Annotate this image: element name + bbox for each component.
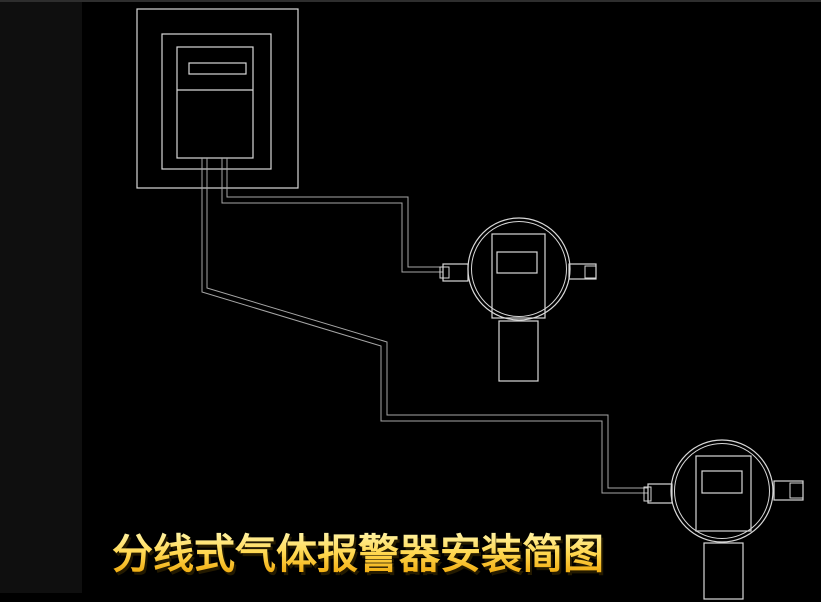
detector2-faceplate (695, 455, 752, 532)
detector2-housing-outer-ring (670, 439, 774, 543)
wire-conduit-1-line-b (226, 158, 443, 268)
detector2-housing-inner-ring (674, 443, 770, 539)
control-panel-body (176, 46, 254, 159)
detector1-left-cable-gland (442, 263, 469, 282)
detector1-display-window (496, 251, 538, 274)
control-panel-outer-box (136, 8, 299, 189)
detector2-left-cable-gland (647, 483, 673, 504)
detector2-left-cable-end (643, 486, 652, 502)
diagram-title: 分线式气体报警器安装简图 (112, 531, 604, 577)
detector1-housing-outer-ring (467, 217, 571, 321)
wire-conduit-2-line-b (206, 158, 648, 489)
canvas-left-column (0, 2, 82, 593)
detector1-right-gland-plug (584, 265, 597, 279)
detector1-sensor-probe (498, 320, 539, 382)
wire-conduit-1-line-a (221, 158, 443, 273)
detector1-housing-inner-ring (471, 221, 567, 317)
control-panel-display-window (188, 62, 247, 75)
detector2-sensor-probe (703, 542, 744, 600)
detector2-display-window (701, 470, 743, 494)
detector1-faceplate (491, 233, 546, 319)
detector2-right-cable-gland (773, 480, 804, 501)
detector2-right-gland-plug (789, 482, 804, 499)
canvas-top-edge (0, 0, 821, 2)
wire-conduit-2-line-a (201, 158, 648, 494)
control-panel-inner-box (161, 33, 272, 170)
detector1-left-cable-end (439, 266, 450, 279)
